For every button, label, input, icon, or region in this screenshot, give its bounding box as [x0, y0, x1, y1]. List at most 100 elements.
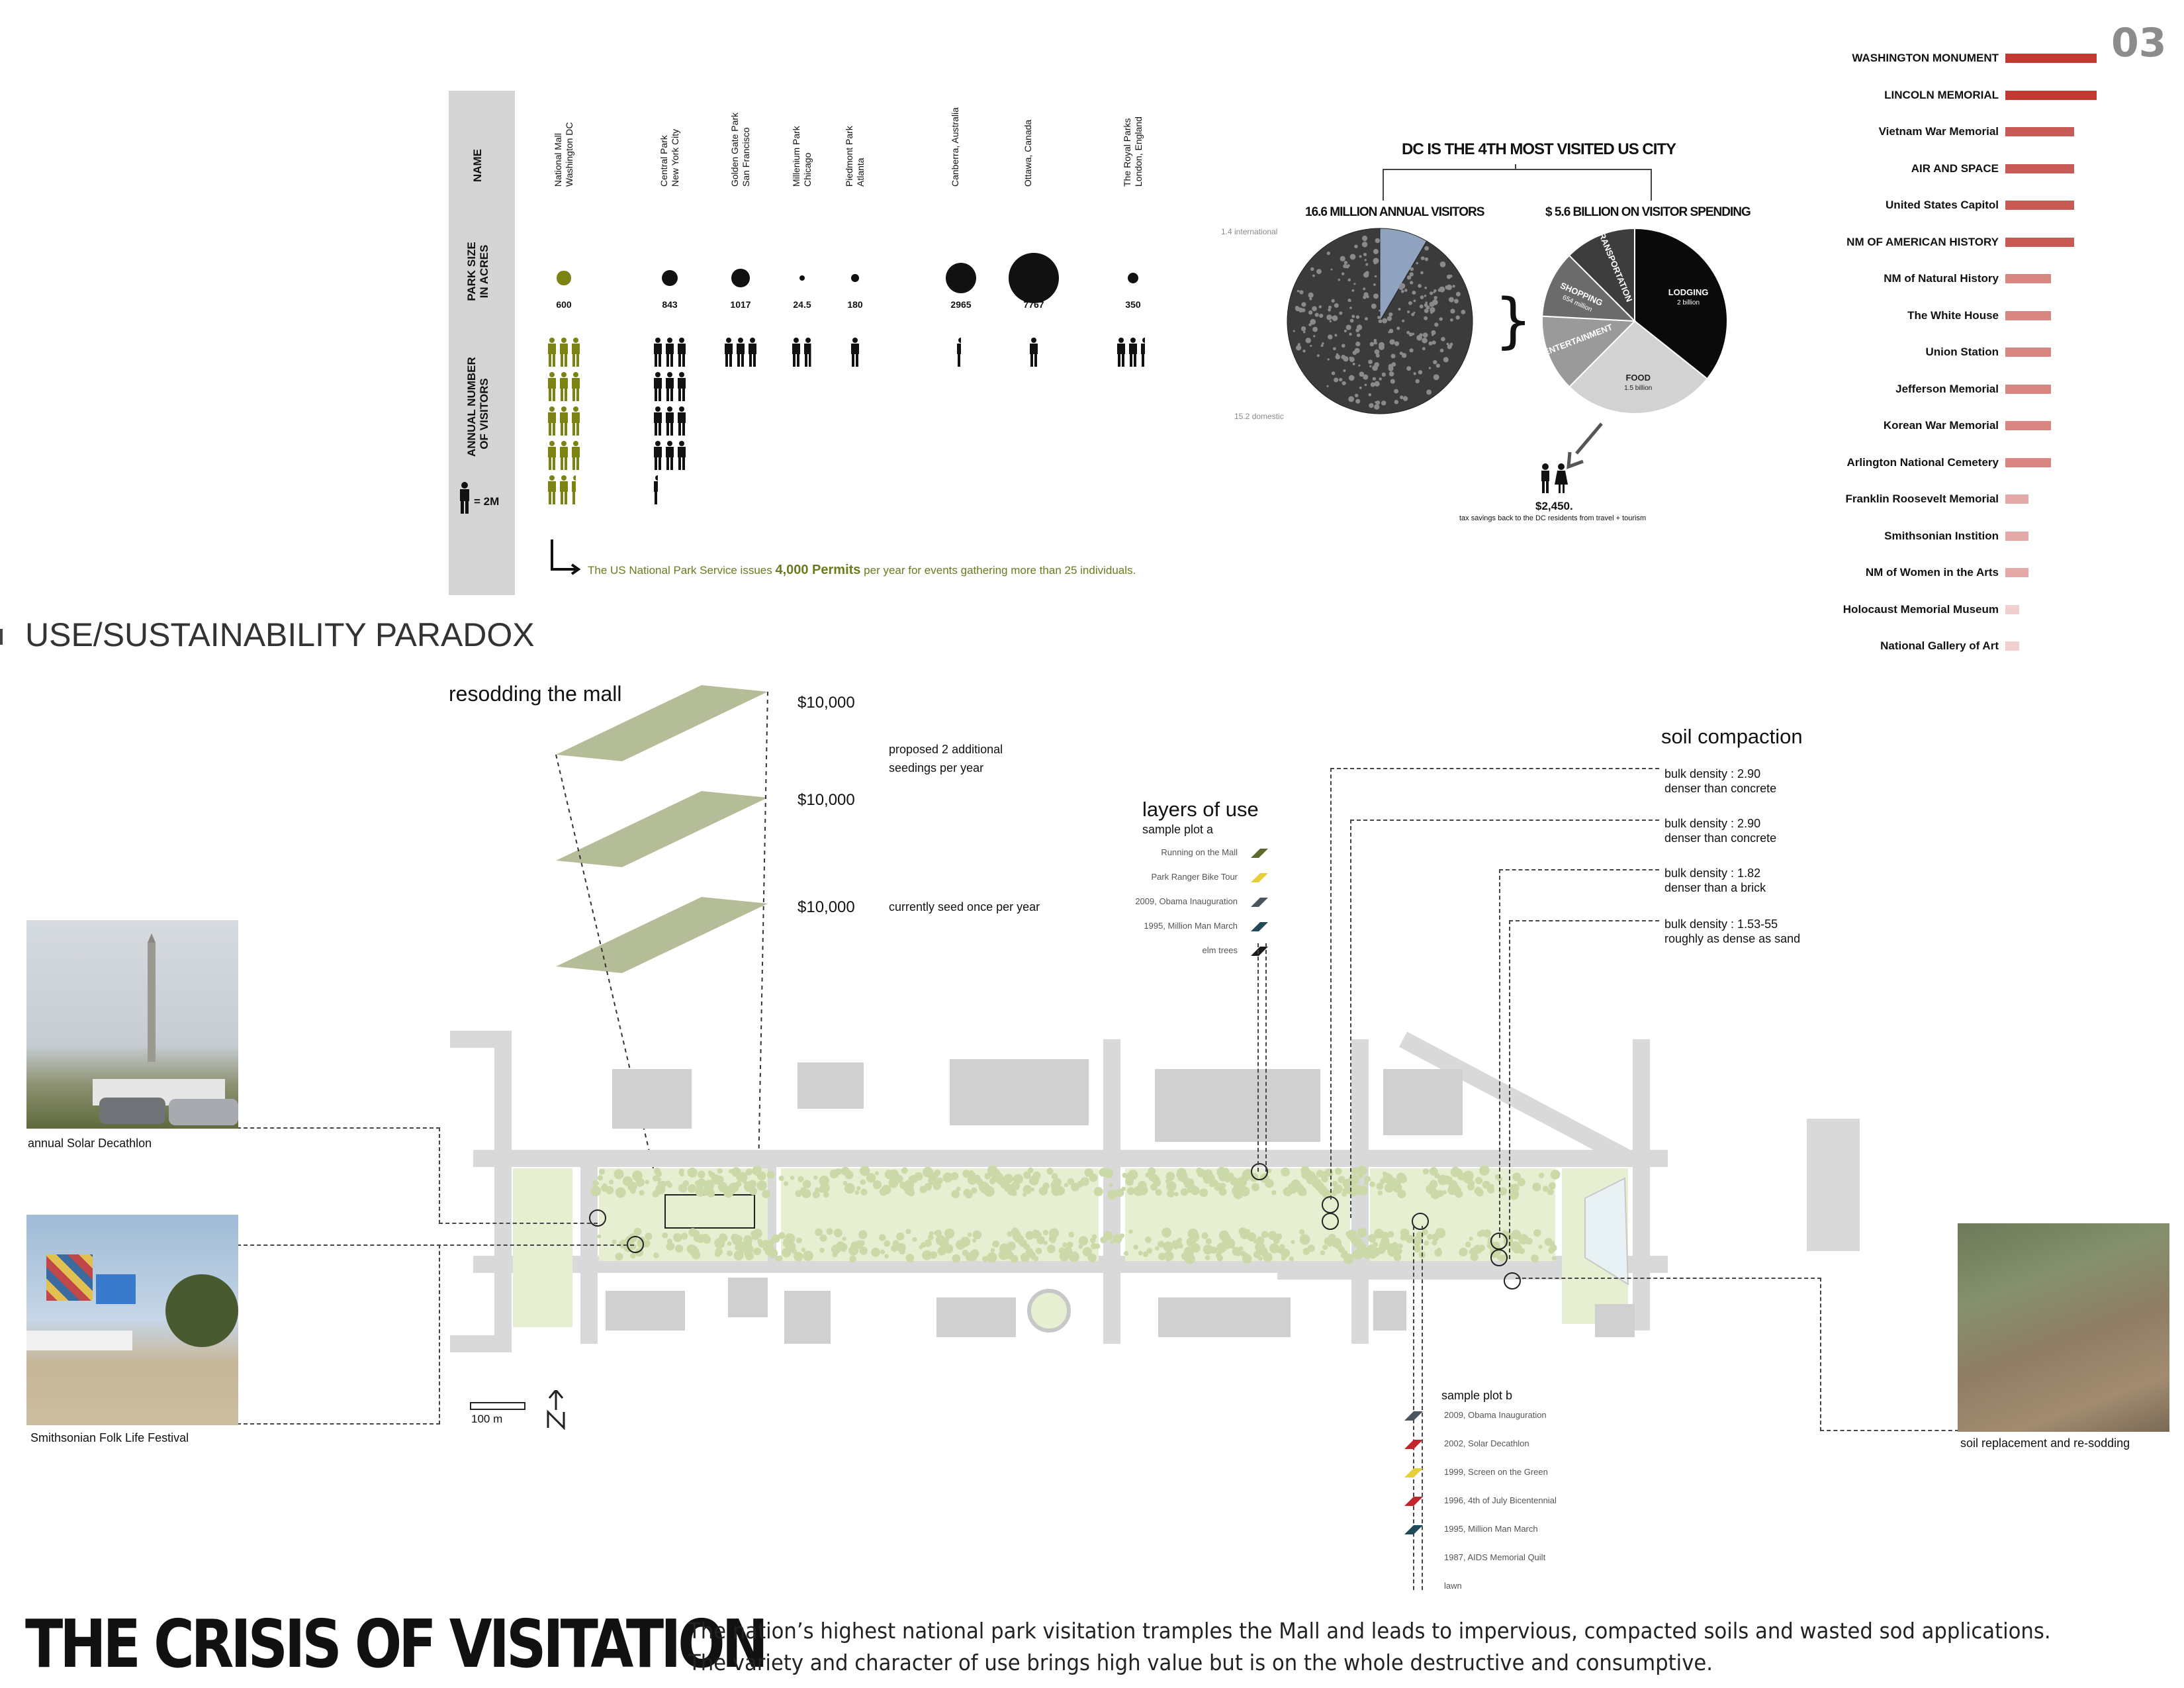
park-size-circle	[661, 269, 678, 287]
tree	[869, 1173, 876, 1180]
tree	[1322, 1244, 1328, 1250]
scale-bar	[470, 1402, 525, 1410]
tree	[1164, 1233, 1169, 1239]
row-label-name: NAME	[471, 148, 484, 183]
tree	[829, 1169, 839, 1179]
texture-dot	[1348, 375, 1355, 381]
texture-dot	[1295, 345, 1302, 351]
tree	[1548, 1247, 1555, 1254]
texture-dot	[1355, 315, 1360, 319]
tree	[1486, 1243, 1492, 1248]
tree	[801, 1247, 806, 1252]
tree	[739, 1241, 748, 1250]
tree	[1482, 1229, 1492, 1238]
tree	[1155, 1246, 1160, 1251]
texture-dot	[1375, 353, 1380, 358]
texture-dot	[1343, 261, 1348, 265]
person-icon	[654, 372, 662, 401]
tree	[1479, 1244, 1486, 1252]
tree	[597, 1175, 604, 1181]
person-icon	[678, 338, 686, 367]
tree	[1007, 1241, 1016, 1250]
tree	[1165, 1172, 1175, 1182]
texture-dot	[1354, 348, 1360, 353]
tree	[922, 1250, 933, 1260]
texture-dot	[1363, 292, 1369, 297]
attraction-bar	[2005, 310, 2051, 320]
texture-dot	[1341, 272, 1345, 275]
park-acres: 843	[662, 299, 678, 310]
tree	[874, 1171, 880, 1176]
texture-dot	[1390, 379, 1395, 384]
texture-dot	[1453, 299, 1459, 304]
texture-dot	[1424, 246, 1429, 251]
tree	[962, 1249, 969, 1256]
tree	[632, 1170, 643, 1182]
texture-dot	[1364, 317, 1369, 321]
park-name: Washington DC	[564, 122, 574, 187]
tree	[871, 1247, 881, 1257]
park-name: London, England	[1133, 117, 1144, 187]
texture-dot	[1313, 335, 1316, 338]
tree	[998, 1249, 1009, 1260]
tree	[819, 1175, 829, 1186]
texture-dot	[1318, 305, 1322, 308]
tree	[1388, 1243, 1393, 1248]
tree	[1369, 1181, 1375, 1188]
park-size-circle	[1127, 272, 1139, 284]
texture-dot	[1328, 308, 1331, 312]
layers-b-title: sample plot b	[1441, 1389, 1513, 1402]
tree	[770, 1249, 778, 1258]
tree	[765, 1190, 770, 1196]
texture-dot	[1374, 404, 1380, 410]
texture-dot	[1363, 272, 1369, 278]
tree	[1320, 1250, 1326, 1256]
tree	[1475, 1176, 1483, 1184]
tree	[1405, 1235, 1414, 1243]
tree	[1109, 1182, 1113, 1188]
sod-cost-3: $10,000	[797, 898, 855, 916]
tree	[1163, 1241, 1173, 1252]
tree	[950, 1172, 959, 1180]
texture-dot	[1330, 268, 1333, 271]
texture-dot	[1332, 315, 1338, 321]
tree	[1470, 1252, 1479, 1261]
texture-dot	[1432, 334, 1434, 336]
tree	[1334, 1168, 1342, 1175]
texture-dot	[1387, 316, 1392, 321]
tree	[1542, 1186, 1549, 1192]
texture-dot	[1302, 330, 1306, 334]
tree	[1465, 1241, 1471, 1248]
tree	[1046, 1244, 1056, 1254]
tree	[1242, 1254, 1252, 1264]
texture-dot	[1332, 347, 1336, 351]
texture-dot	[1372, 365, 1378, 371]
tree	[627, 1182, 637, 1192]
tree	[1422, 1229, 1428, 1235]
tree	[790, 1175, 795, 1180]
layer-a-label: elm trees	[1202, 945, 1238, 955]
tree	[745, 1168, 753, 1176]
texture-dot	[1328, 305, 1332, 309]
tree	[1205, 1238, 1212, 1244]
tree	[1273, 1248, 1279, 1254]
texture-dot	[1381, 400, 1387, 406]
layer-swatch-shape	[1251, 922, 1268, 931]
texture-dot	[1316, 354, 1320, 357]
tree	[1115, 1188, 1124, 1197]
tree	[1128, 1229, 1133, 1234]
texture-dot	[1375, 249, 1378, 252]
texture-dot	[1439, 317, 1443, 321]
texture-dot	[1461, 310, 1466, 314]
person-icon	[654, 441, 662, 470]
texture-dot	[1409, 348, 1414, 353]
tree	[1253, 1239, 1258, 1244]
tree	[1216, 1166, 1227, 1178]
attraction-bar	[2005, 604, 2019, 614]
attraction-label: National Gallery of Art	[1880, 639, 1999, 652]
texture-dot	[1300, 326, 1306, 332]
person-icon	[666, 406, 674, 436]
person-icon	[548, 441, 556, 470]
tree	[778, 1232, 786, 1239]
spending-value: 2 billion	[1677, 299, 1700, 306]
